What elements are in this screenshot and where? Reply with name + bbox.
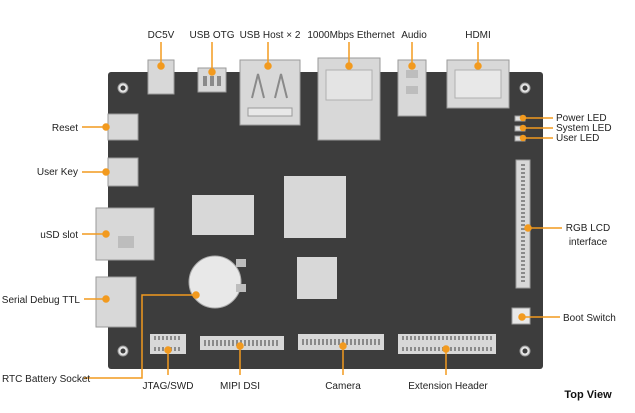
label-rgb-lcd-line2: interface	[569, 237, 608, 248]
label-reset: Reset	[52, 123, 78, 134]
label-top-view: Top View	[564, 389, 612, 401]
label-user-key: User Key	[37, 167, 78, 178]
label-usd-slot: uSD slot	[40, 230, 78, 241]
label-system-led: System LED	[556, 123, 612, 134]
label-ethernet: 1000Mbps Ethernet	[307, 30, 395, 41]
label-camera: Camera	[325, 381, 361, 392]
label-rtc-battery: RTC Battery Socket	[2, 374, 90, 385]
ethernet-port	[317, 57, 381, 141]
label-audio: Audio	[401, 30, 427, 41]
serial-debug-connector	[95, 276, 137, 328]
label-usb-otg: USB OTG	[189, 30, 234, 41]
camera-connector	[298, 334, 384, 350]
label-serial-debug: Serial Debug TTL	[2, 295, 81, 306]
mounting-holes	[117, 82, 531, 357]
label-usb-host: USB Host × 2	[240, 30, 301, 41]
label-power-led: Power LED	[556, 113, 607, 124]
pmic-chip	[297, 257, 337, 299]
label-user-led: User LED	[556, 133, 599, 144]
memory-chip	[192, 195, 254, 235]
rtc-battery-socket	[188, 255, 246, 309]
label-jtag-swd: JTAG/SWD	[143, 381, 194, 392]
soc-chip	[284, 176, 346, 238]
reset-button	[107, 113, 139, 141]
callout-lines	[82, 42, 562, 379]
label-extension-header: Extension Header	[408, 381, 488, 392]
label-hdmi: HDMI	[465, 30, 491, 41]
rgb-lcd-connector	[515, 159, 531, 289]
label-boot-switch: Boot Switch	[563, 313, 616, 324]
label-dc5v: DC5V	[148, 30, 175, 41]
user-key-button	[107, 157, 139, 187]
label-rgb-lcd-line1: RGB LCD	[566, 223, 610, 234]
usb-host-ports	[239, 59, 301, 126]
label-mipi-dsi: MIPI DSI	[220, 381, 260, 392]
